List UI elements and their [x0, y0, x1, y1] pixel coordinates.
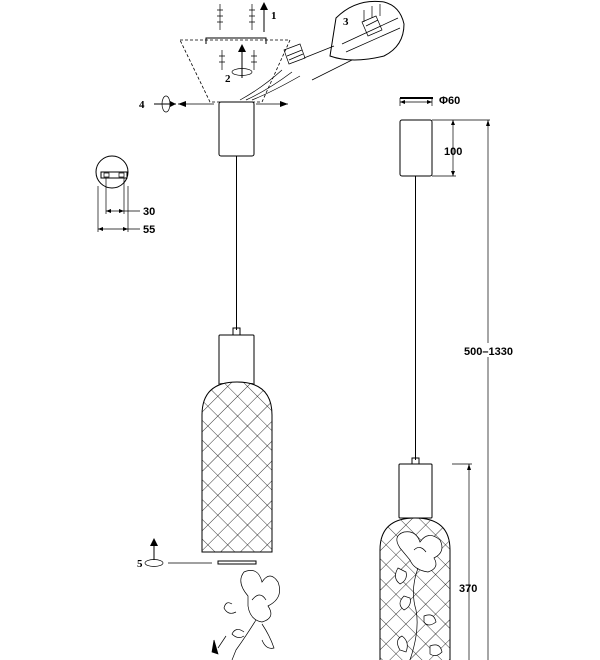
arrow-up-icon: [150, 538, 158, 546]
mounting-plate: [205, 37, 267, 44]
flower-decoration-left: [211, 570, 280, 660]
step-4-label: 4: [139, 99, 145, 111]
mesh-shade-left: [201, 381, 273, 553]
terminal-zoom-circle: [329, 0, 405, 61]
step-2-label: 2: [225, 73, 231, 85]
step-1-label: 1: [271, 10, 277, 22]
ceiling-mount-group: 1 2 3 4: [139, 0, 405, 113]
canopy-right: [399, 119, 433, 177]
arrow-up-icon: [260, 2, 268, 10]
lamp-holder-right: [398, 463, 433, 519]
glass-disc: [217, 560, 257, 565]
step-3-label: 3: [343, 16, 349, 28]
canopy-outline: [179, 39, 291, 103]
bracket-detail: 30 55: [95, 155, 155, 236]
flower-decoration-right: [395, 531, 443, 660]
arrow-up-icon: [238, 44, 246, 52]
lamp-holder-left: [218, 334, 255, 386]
bracket-outer-label: 55: [143, 224, 155, 236]
step-5-label: 5: [137, 558, 143, 570]
shade-height-label: 370: [459, 583, 477, 595]
dimension-drawing: Φ60 100 500–1330 370: [379, 95, 514, 660]
canopy-left: [218, 101, 255, 157]
total-height-label: 500–1330: [464, 346, 513, 358]
arrow-right-icon: [170, 101, 176, 107]
rotate-icon: [144, 559, 164, 567]
diameter-label: Φ60: [439, 95, 460, 107]
canopy-height-label: 100: [444, 146, 462, 158]
rotate-icon: [231, 68, 253, 76]
bracket-inner-label: 30: [143, 206, 155, 218]
